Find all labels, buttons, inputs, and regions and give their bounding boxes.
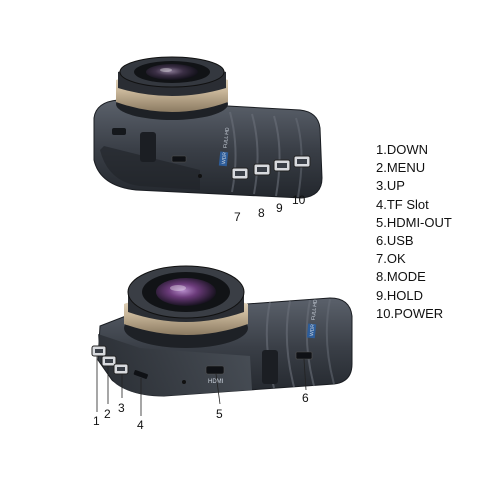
legend-item: 10.POWER (376, 305, 444, 321)
legend-item: 1.DOWN (376, 142, 428, 157)
bottom-body-label: FULL HD (311, 299, 319, 321)
legend-item: 3.UP (376, 178, 405, 194)
legend-item: 9.HOLD (376, 287, 423, 303)
tf-slot (133, 370, 148, 379)
top-side-slot (112, 128, 126, 135)
top-usb-port (171, 155, 187, 163)
top-badge: WDR (221, 151, 228, 164)
camera-top-view: WDR FULL HD 7 8 9 10 (93, 56, 323, 224)
top-body-label: FULL HD (223, 127, 231, 149)
usb-port (295, 351, 313, 360)
callout-3: 3 (118, 401, 125, 415)
top-lens-glass (146, 64, 198, 80)
hdmi-port (205, 365, 225, 375)
bottom-badge: WDR (309, 323, 316, 336)
camera-bottom-view: WDR FULL HD HDMI 1 2 3 4 (91, 265, 353, 432)
top-buttons (231, 155, 311, 180)
hdmi-label: HDMI (208, 379, 224, 385)
legend-item: 2.MENU (376, 160, 426, 176)
callout-7: 7 (234, 210, 241, 224)
legend-item: 7.OK (376, 251, 406, 267)
legend-item: 6.USB (376, 233, 414, 249)
legend-item: 4.TF Slot (376, 196, 429, 212)
bottom-lens-glass (156, 278, 216, 306)
callout-1: 1 (93, 414, 100, 428)
callout-10: 10 (292, 193, 306, 207)
button-legend: 1.DOWN 2.MENU 3.UP 4.TF Slot 5.HDMI-OUT … (376, 141, 452, 323)
legend-item: 8.MODE (376, 269, 426, 285)
callout-6: 6 (302, 391, 309, 405)
callout-9: 9 (276, 201, 283, 215)
callout-4: 4 (137, 418, 144, 432)
legend-item: 5.HDMI-OUT (376, 214, 452, 230)
callout-8: 8 (258, 206, 265, 220)
callout-5: 5 (216, 407, 223, 421)
callout-2: 2 (104, 407, 111, 421)
bottom-buttons (91, 345, 129, 375)
